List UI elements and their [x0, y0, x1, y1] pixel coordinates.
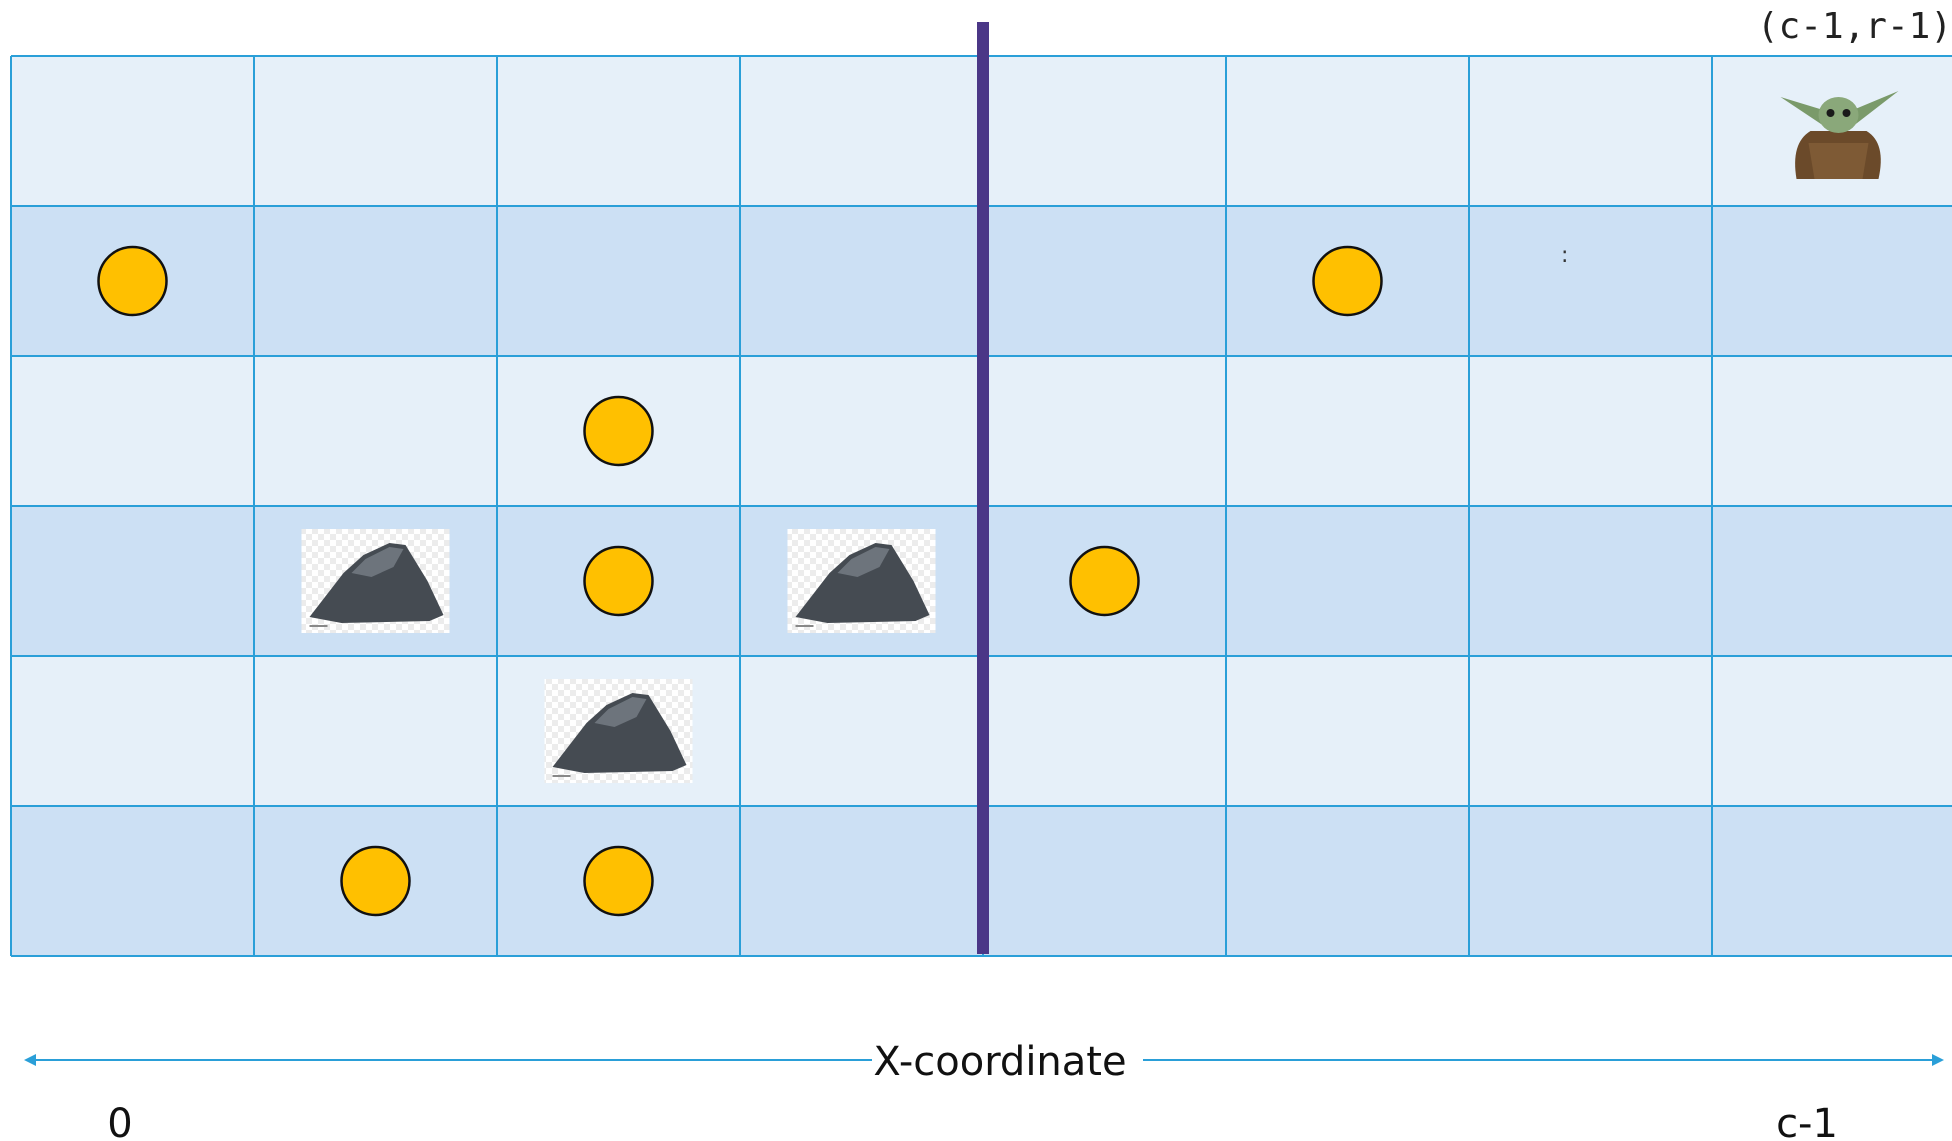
character-eye-left	[1827, 109, 1835, 117]
corner-coordinate-label: (c-1,r-1)	[1757, 6, 1952, 47]
rock-caption-mark	[310, 625, 328, 627]
coin	[585, 847, 653, 915]
coin	[1071, 547, 1139, 615]
rock-icon	[302, 529, 450, 633]
rock-caption-mark	[796, 625, 814, 627]
stray-mark: :	[1561, 243, 1568, 268]
character-eye-right	[1843, 109, 1851, 117]
character-head	[1819, 97, 1859, 133]
coin	[1314, 247, 1382, 315]
rock-icon	[545, 679, 693, 783]
x-tick-start: 0	[107, 1101, 132, 1141]
coin	[585, 397, 653, 465]
rock-caption-mark	[553, 775, 571, 777]
coin	[99, 247, 167, 315]
character-robe-front	[1809, 143, 1869, 179]
coin	[585, 547, 653, 615]
x-tick-end: c-1	[1776, 1101, 1838, 1141]
coin	[342, 847, 410, 915]
x-axis-title: X-coordinate	[873, 1039, 1126, 1085]
rock-icon	[788, 529, 936, 633]
